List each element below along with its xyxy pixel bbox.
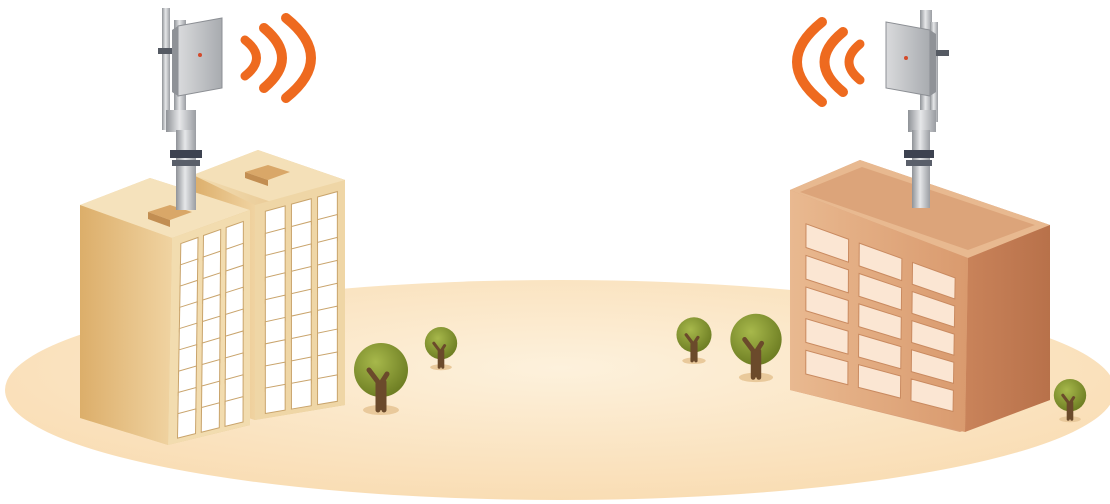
window xyxy=(225,397,243,427)
window xyxy=(265,384,285,413)
panel-antenna-icon xyxy=(886,22,936,96)
signal-waves-right-icon xyxy=(245,18,311,98)
signal-waves-left-icon xyxy=(797,22,860,102)
panel-antenna-icon xyxy=(172,18,222,96)
building-tower-front xyxy=(80,178,250,445)
window xyxy=(291,380,311,409)
window xyxy=(178,409,196,438)
window xyxy=(318,375,338,405)
window xyxy=(201,403,219,432)
